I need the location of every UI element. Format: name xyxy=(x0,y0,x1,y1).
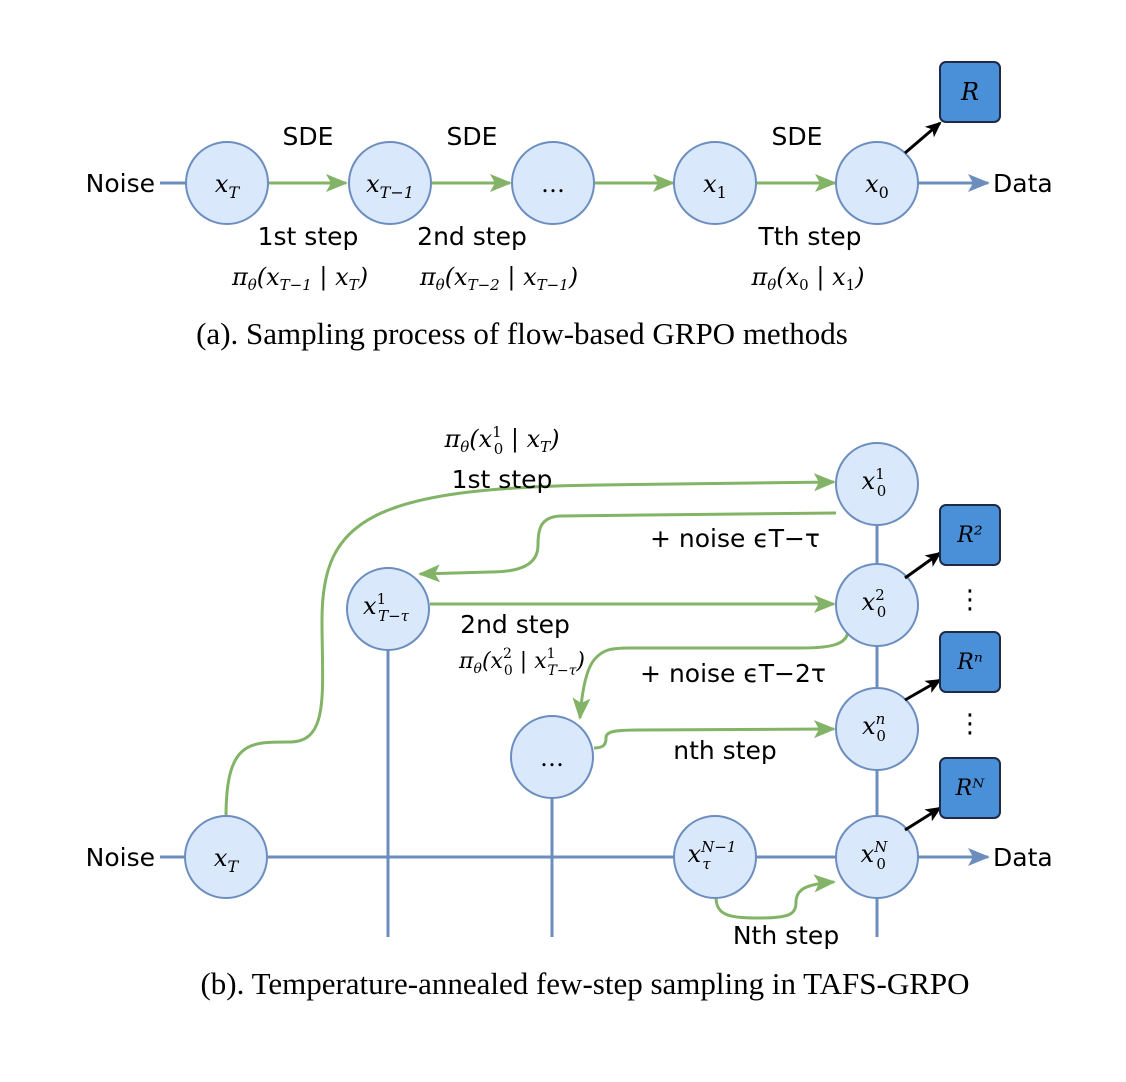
node-xT-1-a xyxy=(348,141,432,225)
policy-1-a: πθ(xT−1 | xT) xyxy=(231,263,368,294)
step-1-b: 1st step xyxy=(452,465,553,494)
node-xT-a xyxy=(185,141,269,225)
policy-T-a: πθ(x0 | x1) xyxy=(750,263,864,294)
reward-label-N: Rᴺ xyxy=(955,776,986,801)
node-label-xT-b: xT xyxy=(214,844,240,876)
node-x02 xyxy=(835,563,919,647)
reward-box-a xyxy=(939,61,1001,123)
step-N-b: Nth step xyxy=(733,921,839,950)
reward-box-2 xyxy=(939,504,1001,566)
node-xT-b xyxy=(184,815,268,899)
reward-arrow-n xyxy=(904,678,942,702)
policy-2-a: πθ(xT−2 | xT−1) xyxy=(419,263,578,294)
node-x01 xyxy=(835,442,919,526)
caption-b: (b). Temperature-annealed few-step sampl… xyxy=(200,966,969,1001)
node-x1-a xyxy=(673,141,757,225)
step-2-b: 2nd step xyxy=(460,610,570,639)
caption-a: (a). Sampling process of flow-based GRPO… xyxy=(196,316,848,351)
curve-noise-1 xyxy=(418,511,837,583)
noise-label-b: Noise xyxy=(86,843,155,872)
data-label-b: Data xyxy=(993,843,1053,872)
reward-box-n xyxy=(939,631,1001,693)
vdots-1: ⋮ xyxy=(957,585,983,615)
step-label-2-a: 2nd step xyxy=(417,222,527,251)
reward-arrow-N xyxy=(904,806,942,832)
curve-1st-step xyxy=(224,473,836,818)
vdots-2: ⋮ xyxy=(957,709,983,739)
curve-noise-2 xyxy=(572,629,850,720)
reward-label-n: Rⁿ xyxy=(956,650,982,675)
node-label-dots-b: … xyxy=(540,744,564,772)
reward-label-2: R² xyxy=(956,523,982,548)
step-label-1-a: 1st step xyxy=(258,222,359,251)
reward-arrow-2 xyxy=(904,551,942,580)
curve-Nth-step xyxy=(714,874,836,920)
node-dots-b xyxy=(510,715,594,799)
noise-label-a: Noise xyxy=(86,169,155,198)
step-n-b: nth step xyxy=(673,736,777,765)
node-xTtau xyxy=(346,567,430,651)
noise-1-label: + noise ϵT−τ xyxy=(650,524,820,553)
node-label-xT-a: xT xyxy=(215,170,241,202)
node-x0-a xyxy=(835,141,919,225)
sde-label-2: SDE xyxy=(447,122,498,151)
data-label-a: Data xyxy=(993,169,1053,198)
node-label-dots-a: … xyxy=(541,170,565,198)
noise-2-label: + noise ϵT−2τ xyxy=(640,659,826,688)
curve-nth-step xyxy=(593,720,836,750)
sde-label-1: SDE xyxy=(283,122,334,151)
node-label-x1-a: x1 xyxy=(703,170,727,202)
step-label-T-a: Tth step xyxy=(758,222,862,251)
node-x0n xyxy=(835,687,919,771)
sde-label-3: SDE xyxy=(772,122,823,151)
node-x0N xyxy=(835,815,919,899)
node-label-x0-a: x0 xyxy=(865,170,889,202)
reward-arrow-a xyxy=(904,121,942,155)
node-label-xT-1-a: xT−1 xyxy=(366,170,414,202)
node-dots-a xyxy=(511,141,595,225)
node-xtauN1 xyxy=(673,815,757,899)
reward-label-a: R xyxy=(960,78,979,106)
panel-a: xT xT−1 … x1 x0 R Noise Data SDE SDE SDE… xyxy=(86,61,1053,351)
reward-box-N xyxy=(939,757,1001,819)
